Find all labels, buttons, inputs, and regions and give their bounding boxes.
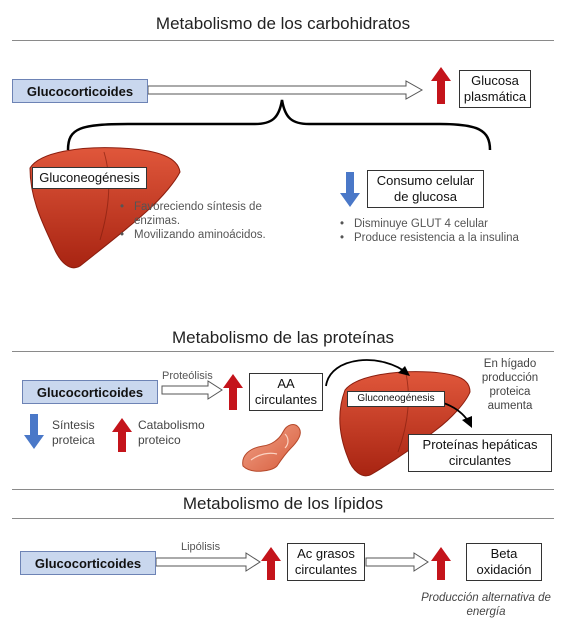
- divider-top-lipidos: [12, 489, 554, 490]
- bullet-item: Disminuye GLUT 4 celular: [340, 217, 520, 231]
- bullet-item: Favoreciendo síntesis de enzimas.: [120, 200, 290, 228]
- divider-lipidos: [12, 518, 554, 519]
- aa-circulantes-box: AA circulantes: [249, 373, 323, 411]
- bullet-item: Movilizando aminoácidos.: [120, 228, 290, 242]
- higado-note: En hígado producción proteica aumenta: [481, 358, 539, 412]
- catabolismo-line1: Catabolismo: [138, 418, 205, 432]
- glucocorticoides-box-proteins: Glucocorticoides: [22, 380, 158, 404]
- produccion-note: Producción alternativa de energía: [421, 592, 551, 618]
- gluconeogenesis-box-carbs: Gluconeogénesis: [32, 167, 147, 189]
- glucocorticoides-box-lipids: Glucocorticoides: [20, 551, 156, 575]
- title-carbohidratos: Metabolismo de los carbohidratos: [155, 14, 411, 33]
- glucosa-line2: plasmática: [463, 89, 527, 104]
- sintesis-line1: Síntesis: [52, 418, 95, 432]
- up-arrow-ac-grasos: [261, 547, 281, 580]
- up-arrow-catabolismo: [112, 418, 132, 452]
- muscle-image: [242, 424, 301, 472]
- aa-line1: AA: [277, 376, 295, 391]
- bullets-consumo: Disminuye GLUT 4 celular Produce resiste…: [340, 217, 520, 245]
- divider-carbohidratos: [12, 40, 554, 41]
- bullets-gluconeogenesis: Favoreciendo síntesis de enzimas. Movili…: [120, 200, 290, 242]
- up-arrow-aa: [223, 374, 243, 410]
- beta-line1: Beta: [490, 546, 518, 561]
- up-arrow-glucosa: [431, 67, 451, 104]
- catabolismo-line2: proteico: [138, 433, 181, 447]
- label-lipolisis: Lipólisis: [181, 541, 221, 553]
- glucosa-plasmatica-box: Glucosa plasmática: [459, 70, 531, 108]
- consumo-line2: de glucosa: [394, 189, 457, 204]
- ac-line1: Ac grasos: [297, 546, 355, 561]
- consumo-celular-box: Consumo celular de glucosa: [367, 170, 484, 208]
- bullet-item: Produce resistencia a la insulina: [340, 231, 520, 245]
- ac-line2: circulantes: [294, 562, 358, 577]
- curve-arrow-aa-liver: [325, 359, 409, 387]
- gluconeogenesis-box-proteins: Gluconeogénesis: [347, 391, 445, 407]
- up-arrow-beta: [431, 547, 451, 580]
- beta-oxidacion-box: Beta oxidación: [466, 543, 542, 581]
- proteinas-hepaticas-box: Proteínas hepáticas circulantes: [408, 434, 552, 472]
- beta-line2: oxidación: [476, 562, 532, 577]
- ac-grasos-box: Ac grasos circulantes: [287, 543, 365, 581]
- sintesis-label: Síntesis proteica: [52, 418, 112, 448]
- catabolismo-label: Catabolismo proteico: [138, 418, 218, 448]
- sintesis-line2: proteica: [52, 433, 95, 447]
- glucocorticoides-box-carbs: Glucocorticoides: [12, 79, 148, 103]
- label-proteolisis: Proteólisis: [162, 370, 213, 382]
- down-arrow-sintesis: [24, 414, 44, 449]
- hollow-arrow-ac-beta: [365, 552, 429, 572]
- hollow-arrow-lipolisis: [155, 552, 261, 572]
- glucosa-line1: Glucosa: [471, 73, 519, 88]
- hollow-arrow-proteolisis: [161, 380, 223, 400]
- aa-line2: circulantes: [254, 392, 318, 407]
- hollow-arrow-carbs: [147, 80, 424, 100]
- curly-brace: [66, 99, 492, 151]
- consumo-line1: Consumo celular: [376, 173, 475, 188]
- down-arrow-consumo: [340, 172, 360, 207]
- title-proteinas: Metabolismo de las proteínas: [171, 328, 395, 347]
- divider-proteinas: [12, 351, 554, 352]
- title-lipidos: Metabolismo de los lípidos: [182, 494, 384, 513]
- proteinas-line1: Proteínas hepáticas: [422, 437, 538, 452]
- proteinas-line2: circulantes: [448, 453, 512, 468]
